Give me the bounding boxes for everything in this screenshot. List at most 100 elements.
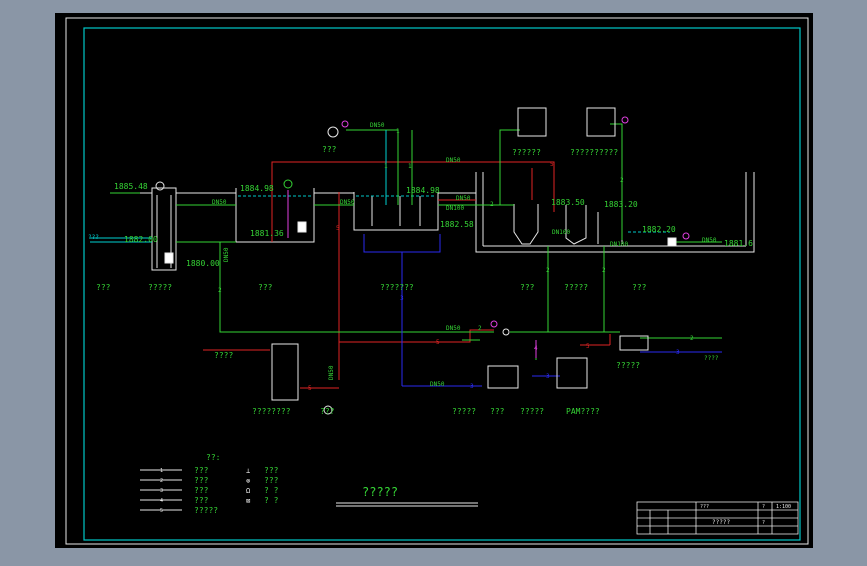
stream-num: 5 [586, 343, 590, 350]
magenta-items [287, 116, 690, 358]
title-block-c1: ??? [700, 504, 709, 510]
legend-symbol: ⊠ ? ? [246, 496, 279, 505]
label-blower: ??? [322, 145, 337, 154]
elev-1880-00: 1880.00 [186, 259, 220, 268]
elev-1882-20: 1882.20 [642, 225, 676, 234]
legend-text: ??? [264, 476, 279, 485]
legend-item: 5 ????? [140, 506, 218, 515]
outer-border [65, 17, 809, 545]
elev-1884-98a: 1884.98 [240, 184, 274, 193]
label-pac: ??? [490, 407, 505, 416]
pipe-dn100-a: DN100 [446, 205, 464, 212]
label-sludge-tank: ???? [214, 351, 233, 360]
label-dosing2: ?????????? [570, 148, 618, 157]
elev-1882-00: 1882.00 [124, 235, 158, 244]
pipe-dn50-c: DN50 [446, 157, 461, 164]
legend-symbol: ⊥ ??? [246, 466, 279, 475]
elevation-labels: 1885.48 1882.00 1880.00 1884.98 1881.36 … [114, 182, 753, 268]
legend-text: ? ? [264, 496, 279, 505]
legend-text: ????? [194, 506, 218, 515]
drawing-title-text: ????? [362, 485, 398, 499]
title-block-c3: ? [762, 520, 765, 526]
legend-text: ??? [194, 486, 209, 495]
pipe-dn50-a: DN50 [212, 199, 227, 206]
clear-tank [475, 172, 755, 253]
legend-item: 4 ??? [140, 496, 209, 505]
stream-num: 2 [490, 201, 494, 208]
legend-symbol: ⊗ ??? [246, 476, 279, 485]
pipe-dn50-top: DN50 [370, 122, 385, 129]
label-pump-box: ????? [520, 407, 544, 416]
elev-1885-48: 1885.48 [114, 182, 148, 191]
label-effluent: ??? [320, 407, 335, 416]
stream-num: 5 [336, 225, 340, 232]
legend-item: 2 ??? [140, 476, 209, 485]
legend-sym: ⊠ [246, 497, 250, 505]
legend-item: 3 ??? [140, 486, 209, 495]
label-reg-tank: ????? [148, 283, 172, 292]
pipe-dn100-b: DN100 [552, 229, 570, 236]
legend-text: ? ? [264, 486, 279, 495]
label-dosing-box: ????? [452, 407, 476, 416]
elev-1884-98b: 1884.98 [406, 186, 440, 195]
stream-num: 1 [384, 163, 388, 170]
pipe-dn100-c: DN100 [610, 241, 628, 248]
pipe-dn50-b: DN50 [340, 199, 355, 206]
stream-num: 2 [690, 335, 694, 342]
cyan-pipes [90, 130, 387, 243]
elev-1883-20: 1883.20 [604, 200, 638, 209]
label-sludge-dewater: ???????? [252, 407, 291, 416]
stream-num: 2 [478, 325, 482, 332]
label-effluent2: ???? [704, 355, 719, 362]
inner-frame [83, 27, 801, 541]
legend-num: 5 [160, 508, 163, 514]
legend-sym: ⊥ [246, 467, 250, 475]
pipe-dn50-e: DN50 [446, 325, 461, 332]
legend-num: 1 [160, 468, 163, 474]
label-dosing1: ?????? [512, 148, 541, 157]
stream-num: 3 [470, 383, 474, 390]
stream-num: 1 [396, 128, 400, 135]
label-disinfect: ????? [564, 283, 588, 292]
elev-1881-6: 1881.6 [724, 239, 753, 248]
pipe-inlet: ??? [88, 234, 99, 241]
pipe-dn50-f: DN50 [430, 381, 445, 388]
pipe-dn50-d: DN50 [456, 195, 471, 202]
blue-pipes [363, 234, 722, 387]
label-anoxic: ??? [258, 283, 273, 292]
title-block-c2: ? [762, 504, 765, 510]
legend-num: 3 [160, 488, 163, 494]
stream-num: 1 [408, 163, 412, 170]
regulating-tank [235, 188, 315, 243]
stream-num: 4 [534, 345, 538, 352]
label-bio-tank: ??????? [380, 283, 414, 292]
legend-symbol: Ω ? ? [246, 486, 279, 495]
stream-num: 3 [546, 373, 550, 380]
label-clear: ??? [632, 283, 647, 292]
legend-item: 1 ??? [140, 466, 209, 475]
red-pipes [203, 161, 611, 389]
screen-well [151, 187, 177, 271]
stream-num: 2 [218, 287, 222, 294]
legend-text: ??? [194, 496, 209, 505]
legend-text: ??? [264, 466, 279, 475]
stream-num: 5 [308, 385, 312, 392]
pipe-dn50-vert-b: DN50 [328, 365, 335, 380]
pipe-dn50-g: DN50 [702, 237, 717, 244]
drawing-sheet [55, 13, 813, 548]
drawing-title: ????? [336, 485, 478, 507]
pipe-labels: DN50 DN50 DN50 DN50 DN50 DN50 DN50 DN50 … [88, 122, 717, 388]
title-block: ????? ??? ? ? 1:100 [636, 501, 799, 535]
unit-labels: ??? ??? ????? ??? ??????? ??? ????? ??? … [96, 145, 719, 416]
legend-sym: Ω [246, 487, 250, 495]
legend-num: 2 [160, 478, 163, 484]
label-sed: ??? [520, 283, 535, 292]
elev-1883-50: 1883.50 [551, 198, 585, 207]
stream-num: 3 [400, 295, 404, 302]
pipe-dn50-vert-a: DN50 [223, 247, 230, 262]
bio-tank [353, 192, 439, 231]
stream-num: 5 [550, 161, 554, 168]
legend-text: ??? [194, 466, 209, 475]
